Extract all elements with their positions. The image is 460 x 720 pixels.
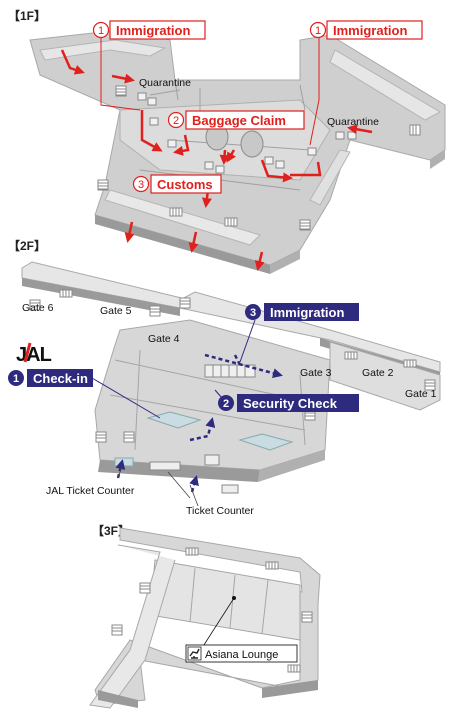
- stairs-icon: [95, 431, 107, 443]
- svg-text:3: 3: [250, 307, 256, 319]
- floor-label-1f: 【1F】: [8, 8, 46, 23]
- svg-text:3: 3: [138, 179, 144, 191]
- ticket-counter-label: Ticket Counter: [186, 505, 254, 517]
- floor-3f-plan: [89, 527, 321, 709]
- quarantine-label: Quarantine: [327, 116, 379, 128]
- svg-text:Baggage Claim: Baggage Claim: [192, 113, 286, 128]
- callout-lines: [201, 597, 235, 649]
- floor-1f-plan: [29, 29, 446, 274]
- gate-label: Gate 5: [100, 305, 132, 317]
- stairs-icon: [111, 624, 123, 636]
- svg-text:1: 1: [98, 25, 104, 37]
- stairs-icon: [123, 431, 135, 443]
- stairs-icon: [97, 179, 109, 191]
- stairs-icon: [139, 582, 151, 594]
- arrival-route: [60, 49, 373, 271]
- quarantine-label: Quarantine: [139, 77, 191, 89]
- arrival-step-immigration-left: 1 Immigration: [92, 20, 206, 40]
- stairs-icon: [409, 124, 421, 136]
- stairs-icon: [344, 351, 358, 360]
- lounge-label-box: Asiana Lounge: [185, 644, 298, 663]
- svg-text:Immigration: Immigration: [116, 23, 190, 38]
- gate-label: Gate 3: [300, 367, 332, 379]
- stairs-icon: [224, 217, 238, 227]
- departure-step-check-in: 1 Check-in: [8, 369, 93, 387]
- gate-label: Gate 1: [405, 388, 437, 400]
- stairs-icon: [59, 289, 73, 298]
- svg-text:1: 1: [13, 373, 19, 385]
- departure-step-immigration: 3 Immigration: [245, 303, 359, 321]
- svg-text:Customs: Customs: [157, 177, 213, 192]
- stairs-icon: [287, 664, 301, 673]
- stairs-icon: [149, 305, 161, 317]
- stairs-icon: [169, 207, 183, 217]
- svg-text:Asiana Lounge: Asiana Lounge: [205, 649, 278, 661]
- stairs-icon: [299, 219, 311, 231]
- svg-text:2: 2: [223, 398, 229, 410]
- floor-2f-plan: [21, 261, 441, 494]
- stairs-icon: [179, 297, 191, 309]
- callout-lines: [117, 465, 199, 507]
- jal-ticket-counter-label: JAL Ticket Counter: [46, 485, 135, 497]
- stairs-icon: [424, 379, 436, 391]
- callout-lines: [91, 319, 256, 419]
- arrival-step-baggage-claim: 2 Baggage Claim: [167, 110, 305, 130]
- gate-label: Gate 6: [22, 302, 54, 314]
- stairs-icon: [265, 561, 279, 570]
- arrival-step-customs: 3 Customs: [132, 174, 222, 194]
- svg-text:2: 2: [173, 115, 179, 127]
- stairs-icon: [301, 611, 313, 623]
- svg-text:Immigration: Immigration: [270, 305, 344, 320]
- jal-logo: JAL: [16, 342, 53, 366]
- stairs-icon: [403, 359, 417, 368]
- svg-text:1: 1: [315, 25, 321, 37]
- arrival-step-immigration-right: 1 Immigration: [309, 20, 423, 40]
- stairs-icon: [185, 547, 199, 556]
- baggage-carousel: [240, 130, 264, 158]
- stairs-icon: [29, 299, 41, 311]
- svg-text:JAL: JAL: [16, 344, 52, 366]
- svg-text:Immigration: Immigration: [333, 23, 407, 38]
- gate-label: Gate 2: [362, 367, 394, 379]
- svg-text:Check-in: Check-in: [33, 371, 88, 386]
- departure-step-security-check: 2 Security Check: [218, 394, 359, 412]
- floor-label-2f: 【2F】: [8, 238, 46, 253]
- lounge-icon: [187, 646, 202, 661]
- gate-label: Gate 4: [148, 333, 180, 345]
- callout-lines: [100, 38, 320, 146]
- svg-text:Security Check: Security Check: [243, 396, 338, 411]
- stairs-icon: [115, 85, 127, 97]
